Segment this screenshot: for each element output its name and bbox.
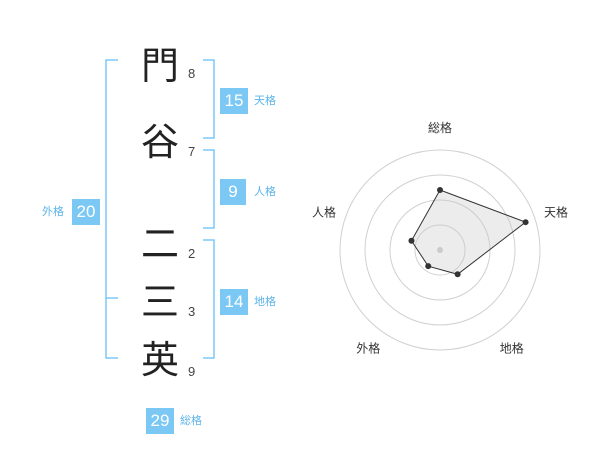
char-1: 門: [140, 44, 179, 88]
jin-label: 人格: [254, 185, 276, 198]
radar-ring: [414, 224, 466, 276]
stroke-count-4: 3: [188, 304, 196, 319]
char-2: 谷: [140, 120, 179, 164]
radar-point: [522, 219, 529, 226]
radar-axis-label: 地格: [500, 341, 524, 356]
radar-axis-label: 総格: [428, 120, 452, 135]
char-4: 三: [140, 280, 179, 324]
radar-point: [437, 187, 443, 193]
bracket-lines: [105, 59, 215, 359]
jin-value: 9: [220, 179, 246, 205]
ten-label: 天格: [254, 94, 276, 107]
radar-point: [408, 237, 415, 244]
char-5: 英: [140, 338, 179, 382]
radar-axis-label: 天格: [544, 204, 568, 219]
radar-ring: [364, 174, 516, 326]
jin-bracket: [203, 149, 215, 229]
ten-bracket: [203, 59, 215, 139]
sou-label: 総格: [180, 414, 202, 427]
chi-value: 14: [220, 289, 248, 315]
name-breakdown: 門 8 谷 7 二 2 三 3 英 9 15 天格 9 人格 14 地格 外格 …: [42, 44, 276, 434]
chi-label: 地格: [254, 295, 276, 308]
stroke-count-2: 7: [188, 144, 196, 159]
radar-point: [425, 263, 432, 270]
stroke-count-5: 9: [188, 364, 196, 379]
radar-ring: [339, 149, 541, 351]
radar-center: [437, 247, 443, 253]
radar-axis-label: 人格: [312, 204, 336, 219]
gai-label: 外格: [42, 205, 64, 218]
gai-value: 20: [72, 199, 100, 225]
stroke-count-3: 2: [188, 246, 196, 261]
radar-polygon: [410, 189, 527, 275]
radar-point: [454, 271, 461, 278]
ten-value: 15: [220, 88, 248, 114]
char-3: 二: [140, 222, 179, 266]
radar-axis-label: 外格: [356, 341, 380, 356]
outer-bracket: [105, 59, 118, 359]
sou-value: 29: [146, 408, 174, 434]
stroke-count-1: 8: [188, 66, 196, 81]
chi-bracket: [203, 239, 215, 359]
